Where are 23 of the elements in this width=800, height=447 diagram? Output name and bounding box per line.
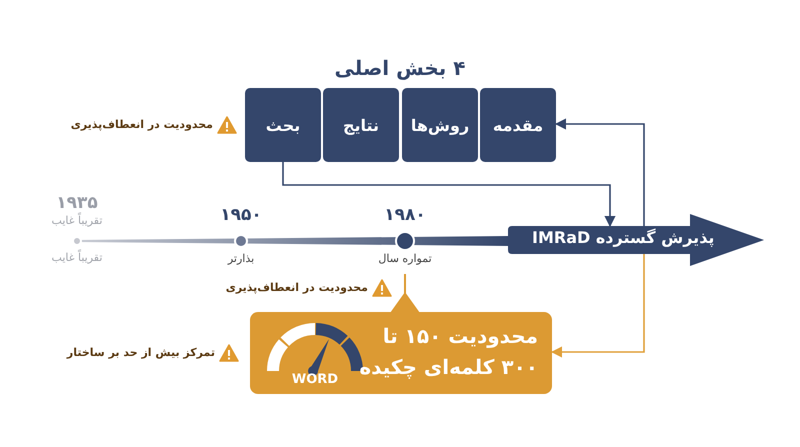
gauge-label: WORD	[292, 372, 338, 387]
warning-text: محدودیت در انعطاف‌پذیری	[226, 281, 368, 294]
arrow-banner	[508, 214, 764, 266]
connector-arrow	[550, 254, 645, 358]
banner-text: پذیرش گسترده IMRaD	[532, 228, 714, 247]
title: ۴ بخش اصلی	[334, 56, 466, 80]
warning-text: محدودیت در انعطاف‌پذیری	[70, 118, 213, 131]
year-label: ۱۹۳۵	[56, 193, 98, 213]
milestone-label: تقریباً غایب	[52, 251, 102, 264]
milestone-label: تقریباً غایب	[52, 214, 102, 227]
warning-text: تمرکز بیش از حد بر ساختار	[66, 346, 215, 359]
year-label: ۱۹۵۰	[220, 205, 262, 225]
info-card	[250, 312, 552, 394]
section-box: نتایج	[323, 88, 399, 162]
connector-arrow	[282, 162, 616, 228]
milestone-label: تمواره سال	[378, 252, 432, 265]
section-box: مقدمه	[480, 88, 556, 162]
section-box: بحث	[245, 88, 321, 162]
milestone-label: بذارتر	[228, 252, 254, 265]
section-box: روش‌ها	[402, 88, 478, 162]
year-label: ۱۹۸۰	[384, 205, 426, 225]
connector-arrow	[554, 118, 645, 226]
card-text: محدودیت ۱۵۰ تا ۳۰۰ کلمه‌ای چکیده	[358, 323, 538, 381]
